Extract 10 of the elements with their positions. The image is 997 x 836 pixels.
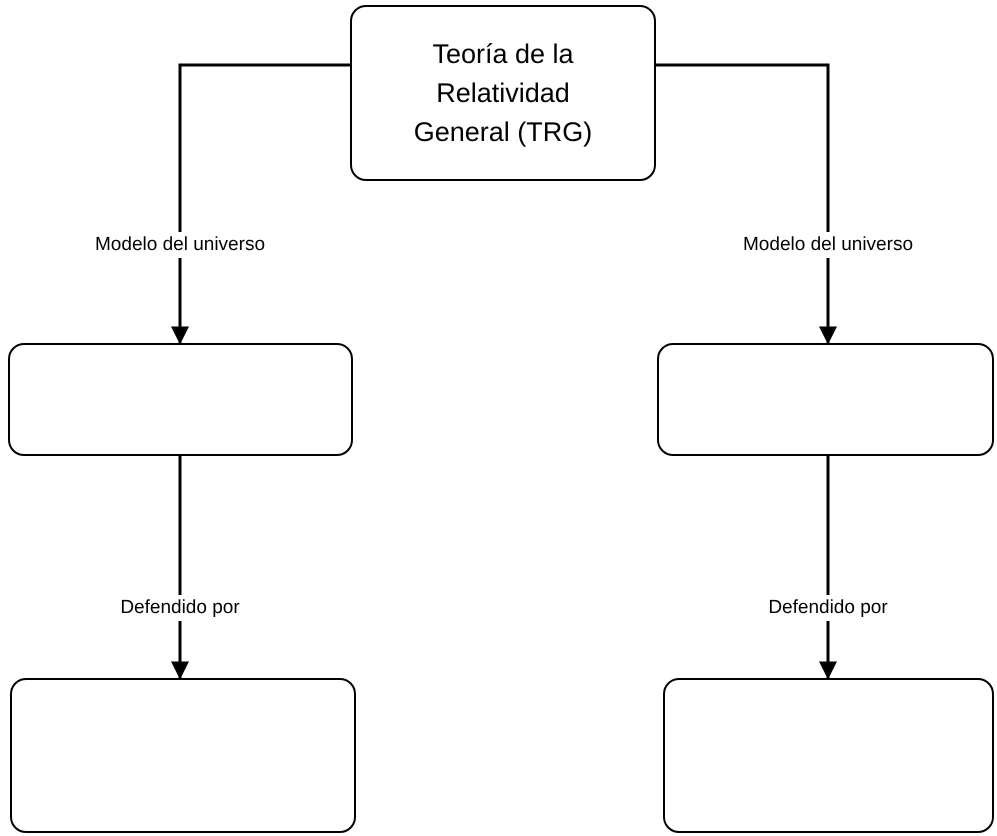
empty-box (657, 343, 994, 456)
arrow (819, 456, 837, 680)
arrow (171, 64, 350, 344)
concept-text: Teoría de la Relatividad General (TRG) (412, 38, 594, 149)
empty-box (663, 678, 994, 833)
concept-box (350, 5, 656, 181)
empty-box (8, 343, 353, 456)
arrow (171, 456, 189, 680)
empty-box (10, 678, 356, 833)
arrow (656, 64, 837, 344)
